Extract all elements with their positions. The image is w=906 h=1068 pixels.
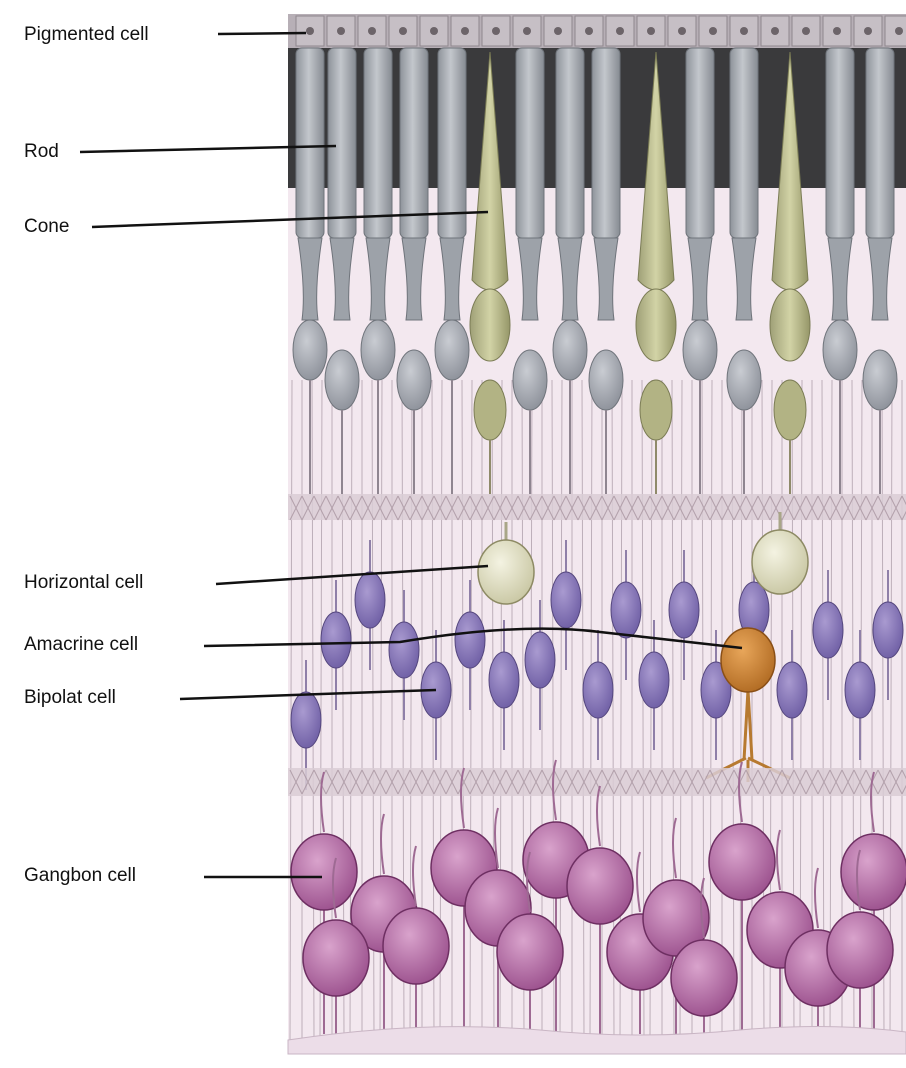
rod-outer-segment	[730, 48, 758, 238]
bipolar-soma	[525, 632, 555, 688]
rod-outer-segment	[364, 48, 392, 238]
rod-outer-segment	[686, 48, 714, 238]
rod-soma	[589, 350, 623, 410]
pigmented-cell-nucleus	[430, 27, 438, 35]
rod-soma	[435, 320, 469, 380]
ganglion-soma	[827, 912, 893, 988]
ganglion-soma	[303, 920, 369, 996]
bipolar-soma	[845, 662, 875, 718]
ganglion-soma	[671, 940, 737, 1016]
bipolar-soma	[489, 652, 519, 708]
pigmented-cell-nucleus	[554, 27, 562, 35]
label-pigmented-cell: Pigmented cell	[24, 24, 149, 46]
rod-outer-segment	[328, 48, 356, 238]
bipolar-soma	[777, 662, 807, 718]
rod-outer-segment	[438, 48, 466, 238]
pigmented-cell-nucleus	[523, 27, 531, 35]
bipolar-soma	[551, 572, 581, 628]
rod-soma	[513, 350, 547, 410]
ganglion-soma	[497, 914, 563, 990]
pigmented-cell-nucleus	[647, 27, 655, 35]
ganglion-soma	[291, 834, 357, 910]
bipolar-soma	[813, 602, 843, 658]
pigmented-cell-nucleus	[802, 27, 810, 35]
ganglion-soma	[567, 848, 633, 924]
rod-outer-segment	[296, 48, 324, 238]
rod-outer-segment	[826, 48, 854, 238]
cone-pedicle	[774, 380, 806, 440]
rod-outer-segment	[556, 48, 584, 238]
rod-soma	[293, 320, 327, 380]
ganglion-soma	[383, 908, 449, 984]
label-bipolar-cell: Bipolat cell	[24, 687, 116, 709]
rod-soma	[397, 350, 431, 410]
rod-outer-segment	[516, 48, 544, 238]
leader-line-pigmented	[218, 33, 306, 34]
rod-outer-segment	[866, 48, 894, 238]
bipolar-soma	[389, 622, 419, 678]
label-ganglion-cell: Gangbon cell	[24, 865, 136, 887]
bipolar-soma	[355, 572, 385, 628]
pigmented-cell-nucleus	[833, 27, 841, 35]
pigmented-cell-nucleus	[368, 27, 376, 35]
rod-soma	[325, 350, 359, 410]
rod-soma	[683, 320, 717, 380]
cone-pedicle	[474, 380, 506, 440]
rod-soma	[823, 320, 857, 380]
horizontal-soma	[752, 530, 808, 594]
cone-soma	[636, 289, 676, 361]
pigmented-cell-nucleus	[709, 27, 717, 35]
pigmented-cell-nucleus	[306, 27, 314, 35]
bipolar-soma	[583, 662, 613, 718]
bipolar-soma	[611, 582, 641, 638]
pigmented-cell-nucleus	[864, 27, 872, 35]
bipolar-soma	[321, 612, 351, 668]
pigmented-cell-nucleus	[616, 27, 624, 35]
rod-soma	[727, 350, 761, 410]
bipolar-soma	[639, 652, 669, 708]
pigmented-cell-nucleus	[337, 27, 345, 35]
cone-soma	[770, 289, 810, 361]
pigmented-cell-nucleus	[771, 27, 779, 35]
rod-soma	[863, 350, 897, 410]
horizontal-soma	[478, 540, 534, 604]
label-horizontal-cell: Horizontal cell	[24, 572, 143, 594]
pigmented-cell-nucleus	[399, 27, 407, 35]
rod-soma	[361, 320, 395, 380]
bipolar-soma	[455, 612, 485, 668]
label-cone: Cone	[24, 216, 69, 238]
ganglion-soma	[841, 834, 906, 910]
inner-plexiform-layer	[288, 768, 906, 796]
bipolar-soma	[873, 602, 903, 658]
pigmented-cell-nucleus	[678, 27, 686, 35]
pigmented-cell-nucleus	[585, 27, 593, 35]
label-rod: Rod	[24, 141, 59, 163]
pigmented-cell-nucleus	[895, 27, 903, 35]
pigmented-cell-nucleus	[492, 27, 500, 35]
rod-outer-segment	[592, 48, 620, 238]
rod-soma	[553, 320, 587, 380]
ganglion-soma	[709, 824, 775, 900]
cone-soma	[470, 289, 510, 361]
cone-pedicle	[640, 380, 672, 440]
label-amacrine-cell: Amacrine cell	[24, 634, 138, 656]
bipolar-soma	[291, 692, 321, 748]
bipolar-soma	[669, 582, 699, 638]
pigmented-cell-nucleus	[461, 27, 469, 35]
rod-outer-segment	[400, 48, 428, 238]
pigmented-cell-nucleus	[740, 27, 748, 35]
